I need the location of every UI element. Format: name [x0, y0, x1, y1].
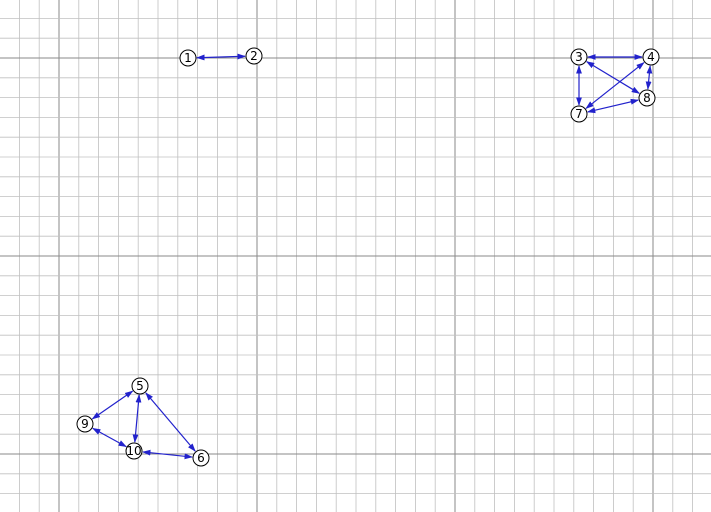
- edge-10-6: [142, 449, 193, 460]
- graph-node-2[interactable]: 2: [245, 47, 263, 65]
- node-circle[interactable]: [638, 89, 656, 107]
- node-circle[interactable]: [642, 48, 660, 66]
- node-label: 8: [643, 91, 651, 105]
- edge-7-8: [586, 98, 640, 114]
- node-circle[interactable]: [245, 47, 263, 65]
- node-circle[interactable]: [570, 48, 588, 66]
- node-circle[interactable]: [192, 449, 210, 467]
- node-label: 3: [575, 50, 583, 64]
- node-label: 4: [647, 50, 655, 64]
- node-label: 9: [81, 417, 89, 431]
- edge-layer: [91, 53, 653, 460]
- node-label: 2: [250, 49, 258, 63]
- node-label: 7: [575, 107, 583, 121]
- node-circle[interactable]: [76, 415, 94, 433]
- edge-4-7: [585, 62, 645, 109]
- node-label: 6: [197, 451, 205, 465]
- graph-node-8[interactable]: 8: [638, 89, 656, 107]
- node-circle[interactable]: [131, 377, 149, 395]
- graph-node-5[interactable]: 5: [131, 377, 149, 395]
- node-layer: 1 2 3 4 5 6 7 8 9 10: [76, 47, 660, 467]
- node-label: 5: [136, 379, 144, 393]
- edge-9-10: [92, 427, 127, 448]
- node-circle[interactable]: [125, 442, 143, 460]
- edge-4-8: [645, 65, 653, 90]
- graph-node-6[interactable]: 6: [192, 449, 210, 467]
- graph-node-4[interactable]: 4: [642, 48, 660, 66]
- graph-node-9[interactable]: 9: [76, 415, 94, 433]
- node-circle[interactable]: [179, 49, 197, 67]
- node-circle[interactable]: [570, 105, 588, 123]
- node-label: 1: [184, 51, 192, 65]
- edge-5-9: [91, 390, 134, 420]
- graph-node-10[interactable]: 10: [125, 442, 143, 460]
- edge-5-10: [132, 394, 142, 443]
- node-label: 10: [126, 444, 141, 458]
- edge-5-6: [145, 392, 196, 452]
- graph-node-1[interactable]: 1: [179, 49, 197, 67]
- graph-node-3[interactable]: 3: [570, 48, 588, 66]
- graph-node-7[interactable]: 7: [570, 105, 588, 123]
- edge-1-2: [196, 53, 246, 61]
